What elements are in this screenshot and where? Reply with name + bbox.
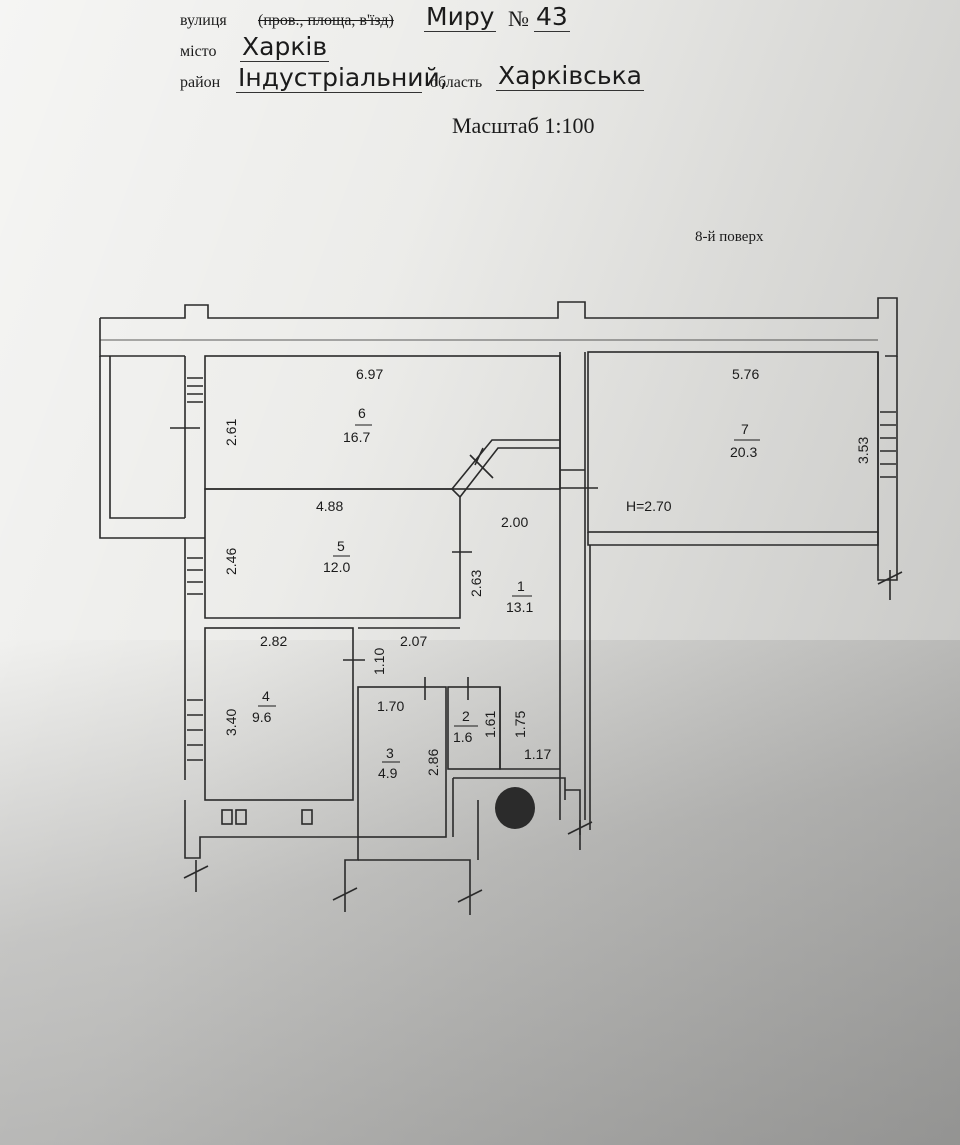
- dim-room3-height: 2.86: [425, 749, 441, 776]
- district-label: район: [180, 74, 221, 91]
- district-value: Індустріальний,: [236, 63, 448, 93]
- dim-1-75: 1.75: [512, 711, 528, 738]
- room-1-number: 1: [517, 578, 525, 594]
- street-type-options: (пров., площа, в'їзд): [258, 12, 394, 29]
- room-2-area: 1.6: [453, 729, 473, 745]
- room-2-number: 2: [462, 708, 470, 724]
- room-1-area: 13.1: [506, 599, 533, 615]
- city-value: Харків: [240, 32, 330, 62]
- dim-room4-width: 2.82: [260, 633, 287, 649]
- dim-corridor-height: 2.63: [468, 570, 484, 597]
- riser-disk: [495, 787, 535, 829]
- house-number: 43: [534, 2, 570, 32]
- dim-room7-width: 5.76: [732, 366, 759, 382]
- number-label: №: [508, 6, 529, 31]
- room-6-number: 6: [358, 405, 366, 421]
- dim-2-07: 2.07: [400, 633, 427, 649]
- room-5-number: 5: [337, 538, 345, 554]
- dim-room7-height: 3.53: [855, 437, 871, 464]
- dim-room3-width: 1.70: [377, 698, 404, 714]
- city-label: місто: [180, 43, 217, 60]
- street-name: Миру: [424, 2, 497, 32]
- dim-room5-width: 4.88: [316, 498, 343, 514]
- room-5-area: 12.0: [323, 559, 350, 575]
- room-7-number: 7: [741, 421, 749, 437]
- dim-room6-height: 2.61: [223, 419, 239, 446]
- dim-room4-height: 3.40: [223, 709, 239, 736]
- room-4-area: 9.6: [252, 709, 272, 725]
- dim-room5-height: 2.46: [223, 548, 239, 575]
- photo-shadow: [0, 640, 960, 1145]
- room-6-area: 16.7: [343, 429, 370, 445]
- floor-label: 8-й поверх: [695, 229, 764, 245]
- dim-room2-height: 1.61: [482, 711, 498, 738]
- ceiling-height: H=2.70: [626, 498, 672, 514]
- street-label: вулиця: [180, 12, 227, 29]
- room-3-number: 3: [386, 745, 394, 761]
- room-7-area: 20.3: [730, 444, 757, 460]
- dim-room6-width: 6.97: [356, 366, 383, 382]
- dim-1-17: 1.17: [524, 746, 551, 762]
- dim-corridor-width: 2.00: [501, 514, 528, 530]
- room-3-area: 4.9: [378, 765, 398, 781]
- dim-1-10: 1.10: [371, 648, 387, 675]
- region-value: Харківська: [496, 61, 644, 91]
- scale-label: Масштаб 1:100: [452, 113, 595, 138]
- room-4-number: 4: [262, 688, 270, 704]
- region-label: область: [430, 74, 483, 91]
